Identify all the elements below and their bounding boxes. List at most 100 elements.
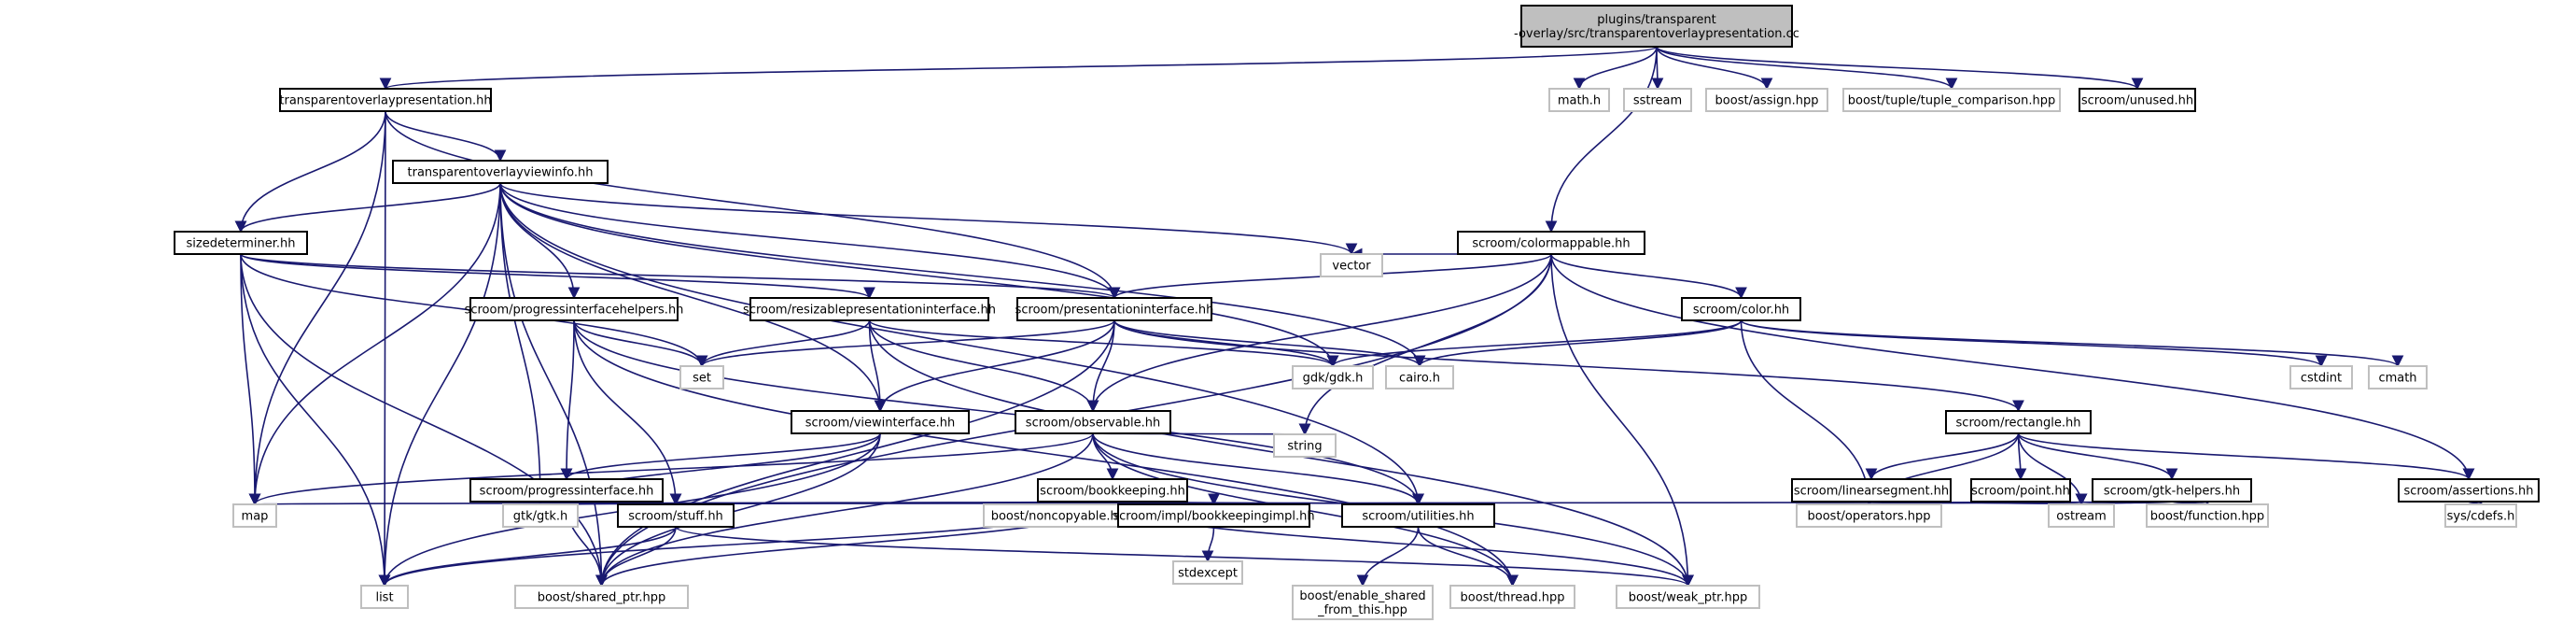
node-label: scroom/rectangle.hh: [1956, 417, 2081, 431]
edge-pih-to-pi: [560, 319, 575, 481]
node-gtkh[interactable]: scroom/gtk-helpers.hh: [2092, 478, 2252, 503]
node-box: [1842, 88, 2061, 112]
node-cairo: cairo.h: [1385, 365, 1454, 389]
edge-bkimpl-to-stdexc: [1201, 526, 1215, 563]
node-bkimpl[interactable]: scroom/impl/bookkeepingimpl.hh: [1113, 503, 1315, 528]
node-tuple: boost/tuple/tuple_comparison.hpp: [1842, 88, 2061, 112]
node-label: gdk/gdk.h: [1303, 372, 1364, 386]
node-cmath: cmath: [2368, 365, 2428, 389]
node-util[interactable]: scroom/utilities.hh: [1341, 503, 1495, 528]
node-label: scroom/viewinterface.hh: [805, 417, 955, 431]
node-label: scroom/unused.hh: [2081, 94, 2193, 108]
edge-tovi-to-pres: [499, 182, 1121, 300]
edge-view-to-pi: [560, 432, 881, 481]
node-stuff[interactable]: scroom/stuff.hh: [617, 503, 735, 528]
node-label: cairo.h: [1399, 372, 1440, 386]
node-box: [232, 503, 277, 528]
edge-cmappable-to-obs: [1086, 253, 1552, 413]
edge-sized-to-shared: [240, 253, 608, 588]
node-label: transparentoverlayviewinfo.hh: [408, 166, 594, 180]
node-label: boost/assign.hpp: [1715, 94, 1819, 108]
node-stdexc: stdexcept: [1172, 560, 1243, 585]
node-gdk: gdk/gdk.h: [1292, 365, 1374, 389]
node-rpi[interactable]: scroom/resizablepresentationinterface.hh: [743, 297, 996, 321]
edge-pih-to-thread: [573, 319, 1519, 588]
node-box: [1970, 478, 2071, 503]
node-bk[interactable]: scroom/bookkeeping.hh: [1037, 478, 1188, 503]
node-box: [514, 585, 689, 609]
node-obs[interactable]: scroom/observable.hh: [1015, 410, 1171, 434]
edge-root-to-assign: [1656, 46, 1773, 91]
node-pres[interactable]: scroom/presentationinterface.hh: [1015, 297, 1214, 321]
node-label: scroom/colormappable.hh: [1472, 237, 1630, 251]
node-label: boost/thread.hpp: [1461, 591, 1565, 605]
dependency-edges: [234, 46, 2487, 588]
edge-root-to-tuple: [1656, 46, 1958, 91]
edge-cmappable-to-color: [1550, 253, 1747, 300]
node-top[interactable]: transparentoverlaypresentation.hh: [279, 88, 492, 112]
node-label: cmath: [2378, 372, 2416, 386]
edge-top-to-sized: [234, 110, 386, 234]
edge-pres-to-cairo: [1113, 319, 1426, 368]
node-label: ostream: [2056, 510, 2107, 524]
node-box: [360, 585, 409, 609]
node-box: [469, 478, 664, 503]
node-color[interactable]: scroom/color.hh: [1681, 297, 1801, 321]
node-unused[interactable]: scroom/unused.hh: [2079, 88, 2196, 112]
node-point[interactable]: scroom/point.hh: [1970, 478, 2071, 503]
node-box: [1015, 410, 1171, 434]
node-vector: vector: [1320, 253, 1383, 277]
node-box: [617, 503, 735, 528]
node-box: [1341, 503, 1495, 528]
node-label: scroom/impl/bookkeepingimpl.hh: [1113, 510, 1314, 524]
edge-root-to-unused: [1656, 46, 2144, 91]
node-pi[interactable]: scroom/progressinterface.hh: [469, 478, 664, 503]
node-mathh: math.h: [1548, 88, 1610, 112]
node-assert[interactable]: scroom/assertions.hh: [2398, 478, 2540, 503]
edge-tovi-to-util: [499, 182, 1424, 506]
node-ostream: ostream: [2048, 503, 2115, 528]
node-box: [2048, 503, 2115, 528]
node-box: [2092, 478, 2252, 503]
node-label: plugins/transparent: [1597, 13, 1715, 27]
node-label: list: [375, 591, 393, 605]
edge-tovi-to-view: [499, 182, 887, 413]
node-rect[interactable]: scroom/rectangle.hh: [1945, 410, 2092, 434]
edge-color-to-cairo: [1413, 319, 1743, 368]
node-pih[interactable]: scroom/progressinterfacehelpers.hh: [465, 297, 684, 321]
node-label: gtk/gtk.h: [513, 510, 568, 524]
edge-stuff-to-list: [378, 526, 677, 588]
node-box: [1681, 297, 1801, 321]
node-tovi[interactable]: transparentoverlayviewinfo.hh: [392, 160, 609, 184]
node-func: boost/function.hpp: [2146, 503, 2269, 528]
node-view[interactable]: scroom/viewinterface.hh: [791, 410, 970, 434]
node-list: list: [360, 585, 409, 609]
node-cmappable[interactable]: scroom/colormappable.hh: [1457, 231, 1645, 255]
edge-obs-to-map: [248, 432, 1094, 506]
node-label: sizedeterminer.hh: [187, 237, 296, 251]
edge-obs-to-shared: [595, 432, 1094, 588]
node-lseg[interactable]: scroom/linearsegment.hh: [1791, 478, 1952, 503]
edge-tovi-to-map: [248, 182, 501, 506]
node-cdefs: sys/cdefs.h: [2444, 503, 2517, 528]
node-label: scroom/point.hh: [1971, 485, 2070, 499]
node-label: scroom/assertions.hh: [2403, 485, 2533, 499]
node-box: [1548, 88, 1610, 112]
node-sized[interactable]: sizedeterminer.hh: [174, 231, 308, 255]
edge-obs-to-bk: [1092, 432, 1119, 481]
edge-color-to-gdk: [1326, 319, 1743, 368]
edge-tovi-to-shared: [499, 182, 608, 588]
node-label: scroom/gtk-helpers.hh: [2104, 485, 2240, 499]
node-box: [174, 231, 308, 255]
edge-pres-to-obs: [1086, 319, 1115, 413]
node-label: scroom/linearsegment.hh: [1794, 485, 1949, 499]
edge-rect-to-lseg: [1865, 432, 2020, 481]
node-box: [2289, 365, 2353, 389]
node-box: [1623, 88, 1692, 112]
node-label: transparentoverlaypresentation.hh: [279, 94, 491, 108]
edge-sized-to-map: [240, 253, 261, 506]
node-box: [679, 365, 724, 389]
edge-root-to-mathh: [1573, 46, 1658, 91]
edge-rpi-to-obs: [868, 319, 1099, 413]
node-label: vector: [1332, 260, 1371, 274]
